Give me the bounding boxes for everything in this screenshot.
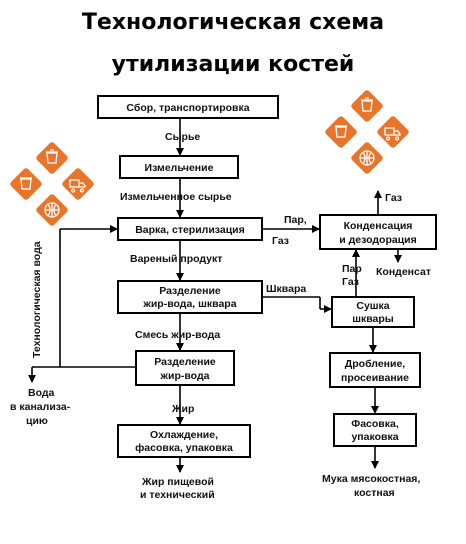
box-crush-line1: Дробление, bbox=[345, 358, 406, 370]
box-boil-label: Варка, стерилизация bbox=[135, 224, 245, 236]
box-grind bbox=[119, 155, 239, 179]
label-tech-water: Технологическая вода bbox=[31, 241, 43, 358]
label-gas-2: Газ bbox=[342, 276, 359, 288]
box-dry-line2: шквары bbox=[352, 313, 394, 325]
box-pack-line2: упаковка bbox=[351, 431, 398, 443]
recycle-logo-icon bbox=[8, 140, 96, 228]
box-pack bbox=[333, 413, 417, 447]
output-water-line1: Вода bbox=[28, 387, 55, 399]
label-condensate: Конденсат bbox=[376, 266, 431, 278]
label-fat: Жир bbox=[171, 403, 194, 415]
output-water-line2: в канализа- bbox=[10, 401, 71, 413]
box-condense bbox=[319, 214, 437, 250]
recycle-logo-icon bbox=[323, 88, 411, 176]
output-meal-line1: Мука мясокостная, bbox=[322, 473, 420, 485]
label-boiled: Вареный продукт bbox=[130, 253, 222, 265]
label-ground-raw: Измельченное сырье bbox=[120, 191, 232, 203]
box-cool-line1: Охлаждение, bbox=[150, 429, 218, 441]
box-pack-line1: Фасовка, bbox=[351, 418, 399, 430]
box-separate1-line1: Разделение bbox=[159, 285, 221, 297]
box-separate2-line1: Разделение bbox=[154, 356, 216, 368]
box-dry bbox=[331, 296, 415, 328]
output-fat-line1: Жир пищевой bbox=[141, 476, 214, 488]
page-title: Технологическая схема bbox=[81, 10, 385, 35]
label-raw: Сырье bbox=[165, 131, 200, 143]
box-collect bbox=[97, 95, 279, 119]
label-shkvara: Шквара bbox=[266, 283, 306, 295]
label-steam-2: Пар bbox=[342, 263, 362, 275]
box-condense-line2: и дезодорация bbox=[339, 234, 416, 246]
box-cool-line2: фасовка, упаковка bbox=[135, 442, 233, 454]
box-crush-line2: просеивание bbox=[341, 372, 409, 384]
label-fat-water-mix: Смесь жир-вода bbox=[135, 329, 220, 341]
box-collect-label: Сбор, транспортировка bbox=[126, 102, 249, 114]
label-steam: Пар, bbox=[284, 214, 307, 226]
label-gas-out: Газ bbox=[385, 192, 402, 204]
box-cool bbox=[117, 424, 251, 458]
box-separate2-line2: жир-вода bbox=[160, 370, 210, 382]
box-dry-line1: Сушка bbox=[356, 300, 389, 312]
box-grind-label: Измельчение bbox=[145, 162, 214, 174]
box-condense-line1: Конденсация bbox=[344, 220, 413, 232]
page-subtitle: утилизации костей bbox=[111, 52, 355, 77]
label-gas: Газ bbox=[272, 235, 289, 247]
box-separate2 bbox=[135, 350, 235, 386]
output-fat-line2: и технический bbox=[140, 489, 215, 501]
box-separate1-line2: жир-вода, шквара bbox=[142, 298, 236, 310]
output-water-line3: цию bbox=[26, 415, 48, 427]
output-meal-line2: костная bbox=[354, 487, 395, 499]
